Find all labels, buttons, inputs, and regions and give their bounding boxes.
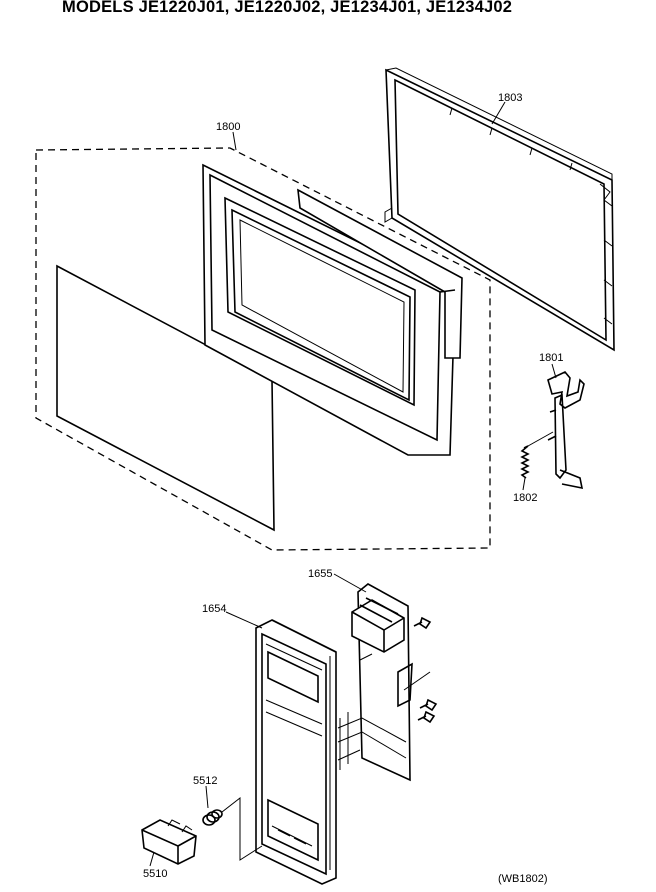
part-label-1803: 1803 [498, 92, 522, 104]
part-label-1655: 1655 [308, 568, 332, 580]
button-spring [202, 796, 263, 861]
control-board-bracket [337, 583, 431, 782]
door-release-button [141, 819, 197, 865]
diagram-code: (WB1802) [498, 873, 548, 885]
part-label-1801: 1801 [539, 352, 563, 364]
door-frame [202, 163, 463, 456]
diagram-title: MODELS JE1220J01, JE1220J02, JE1234J01, … [62, 0, 513, 16]
choke-frame [384, 67, 615, 352]
door-glass-panel [56, 264, 275, 532]
part-label-1802: 1802 [513, 492, 537, 504]
latch-spring [520, 431, 554, 479]
screws [359, 616, 438, 724]
door-latch [547, 371, 585, 490]
part-label-5510: 5510 [143, 868, 167, 880]
leader-lines [149, 101, 557, 867]
part-label-5512: 5512 [193, 775, 217, 787]
control-panel [255, 619, 337, 885]
part-label-1800: 1800 [216, 121, 240, 133]
part-label-1654: 1654 [202, 603, 226, 615]
door-assembly-outline [35, 147, 491, 551]
